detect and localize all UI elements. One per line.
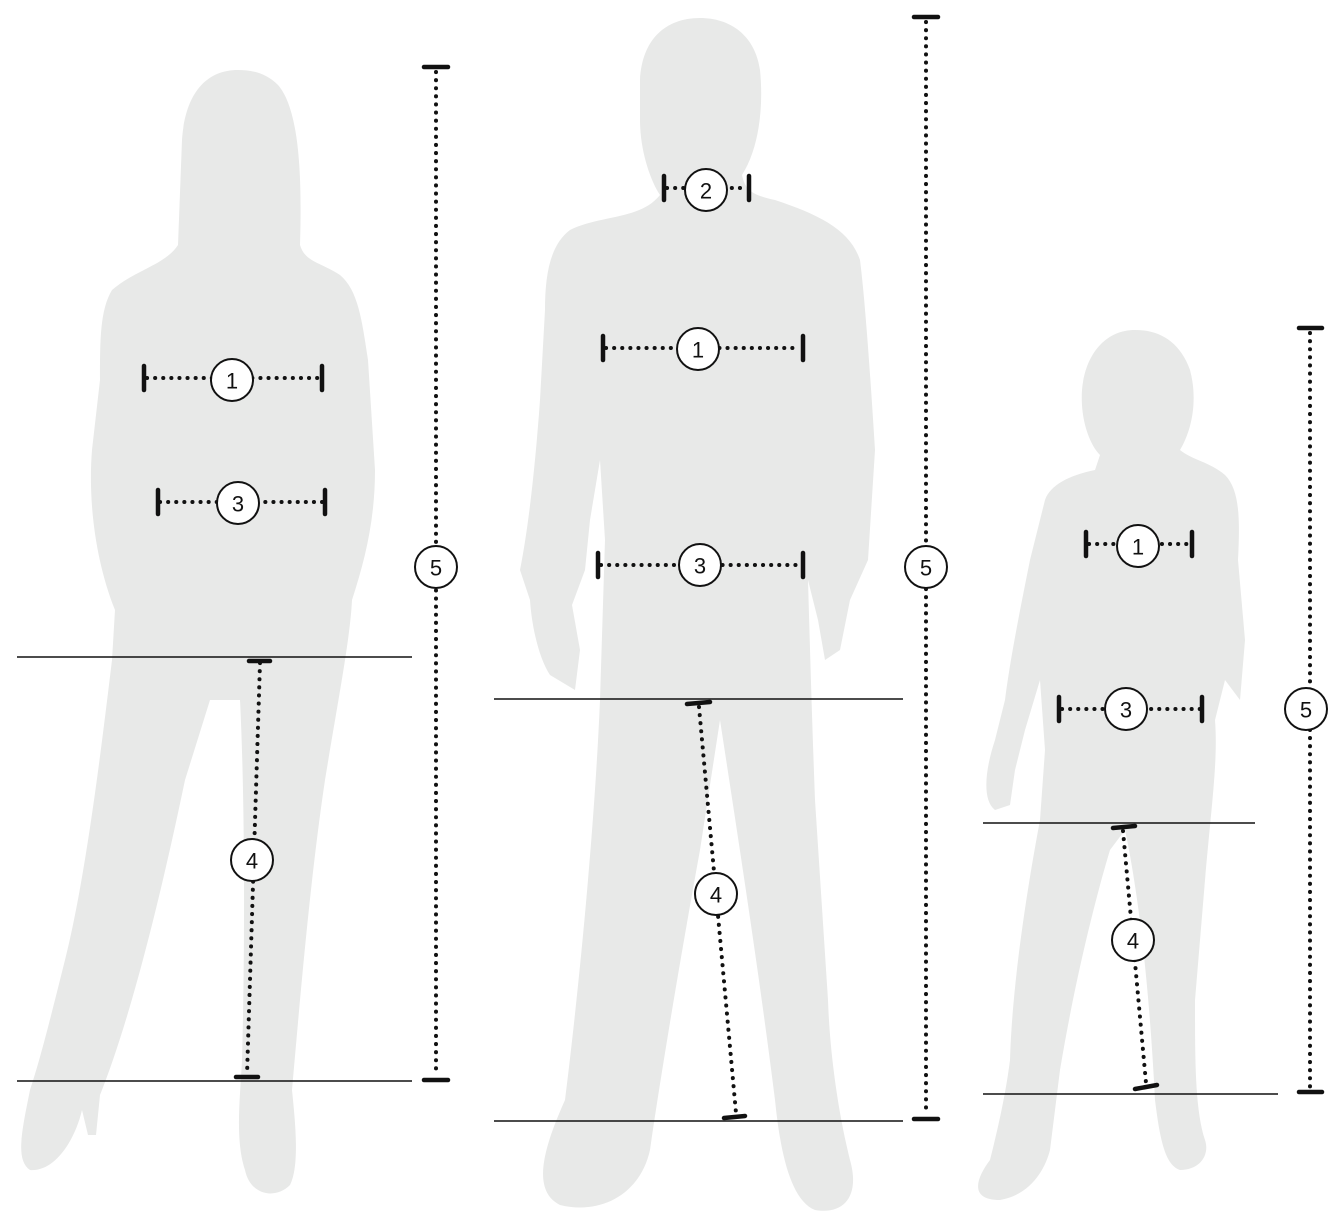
woman-waist-badge: 3 — [216, 481, 260, 525]
child-waist-number: 3 — [1120, 698, 1132, 723]
child-height-number: 5 — [1300, 698, 1312, 723]
child-inseam-cap-top — [1110, 823, 1138, 831]
woman-height-badge: 5 — [414, 545, 458, 589]
woman-height-number: 5 — [430, 556, 442, 581]
man-waist-badge: 3 — [678, 543, 722, 587]
child-inseam-badge: 4 — [1111, 918, 1155, 962]
man-figure: 2 1 3 4 5 — [494, 14, 948, 1211]
man-height-badge: 5 — [904, 545, 948, 589]
child-inseam-cap-bottom — [1132, 1082, 1160, 1092]
man-silhouette — [520, 18, 875, 1211]
man-neck-badge: 2 — [684, 168, 728, 212]
man-inseam-cap-bottom — [721, 1113, 748, 1121]
man-chest-badge: 1 — [676, 327, 720, 371]
child-inseam-number: 4 — [1127, 929, 1139, 954]
man-height-number: 5 — [920, 556, 932, 581]
child-chest-number: 1 — [1132, 535, 1144, 560]
child-height-badge: 5 — [1284, 687, 1328, 731]
child-chest-badge: 1 — [1116, 524, 1160, 568]
woman-chest-badge: 1 — [210, 358, 254, 402]
child-inseam-line — [1121, 829, 1148, 1085]
woman-figure: 1 3 4 5 — [17, 64, 458, 1194]
woman-waist-number: 3 — [232, 492, 244, 517]
child-waist-badge: 3 — [1104, 687, 1148, 731]
woman-inseam-number: 4 — [246, 849, 258, 874]
man-inseam-number: 4 — [710, 883, 722, 908]
man-neck-number: 2 — [700, 179, 712, 204]
woman-chest-number: 1 — [226, 369, 238, 394]
woman-inseam-badge: 4 — [230, 838, 274, 882]
man-chest-number: 1 — [692, 338, 704, 363]
child-figure: 1 3 4 5 — [978, 325, 1328, 1200]
woman-silhouette — [21, 70, 375, 1194]
man-waist-number: 3 — [694, 554, 706, 579]
man-inseam-cap-top — [684, 699, 713, 707]
child-silhouette — [978, 330, 1245, 1200]
man-inseam-badge: 4 — [694, 872, 738, 916]
